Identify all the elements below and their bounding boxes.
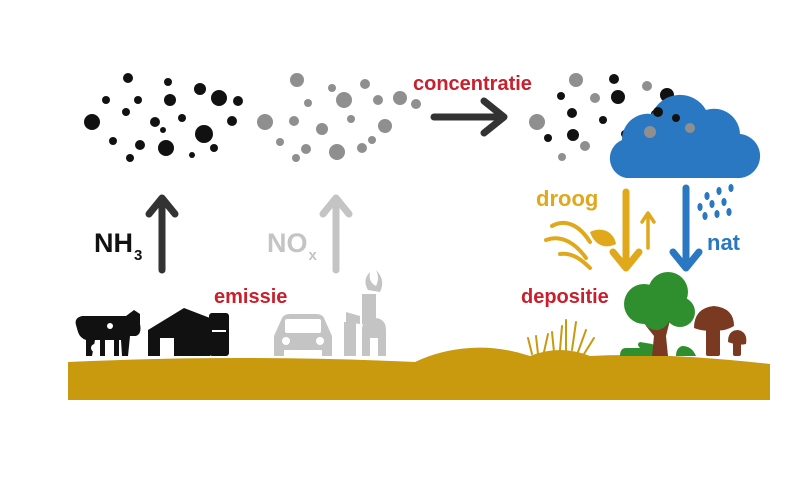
concentration-label: concentratie [413, 73, 532, 95]
nh3-subscript: 3 [134, 247, 143, 264]
nh3-emission-arrow [145, 194, 179, 274]
mushroom-icon [694, 306, 747, 356]
cow-icon [75, 310, 141, 356]
ground-strip [68, 347, 770, 400]
dry-grass-icon [527, 319, 595, 355]
nh3-particle-cluster [84, 73, 243, 162]
factory-icon [344, 270, 386, 356]
concentration-arrow [430, 97, 508, 137]
nh3-main-text: NH [94, 228, 133, 258]
dry-reemission-arrow [640, 211, 656, 250]
nox-label: NOx [267, 228, 317, 264]
nox-emission-arrow [319, 194, 353, 274]
dry-deposition-label: droog [536, 186, 599, 211]
wind-leaf-icon [544, 220, 616, 270]
wet-deposition-label: nat [707, 230, 740, 255]
nox-particle-cluster [257, 73, 421, 162]
nox-main-text: NO [267, 228, 308, 258]
nox-subscript: x [308, 247, 317, 264]
dry-deposition-arrow [609, 188, 643, 272]
deposition-label: depositie [521, 286, 609, 308]
cloud-rain-icon [609, 94, 761, 220]
car-icon [274, 314, 332, 356]
nh3-label: NH3 [94, 228, 142, 264]
barn-icon [148, 308, 229, 356]
tree-icon [620, 272, 696, 356]
wet-deposition-arrow [669, 184, 703, 272]
emission-label: emissie [214, 286, 288, 308]
